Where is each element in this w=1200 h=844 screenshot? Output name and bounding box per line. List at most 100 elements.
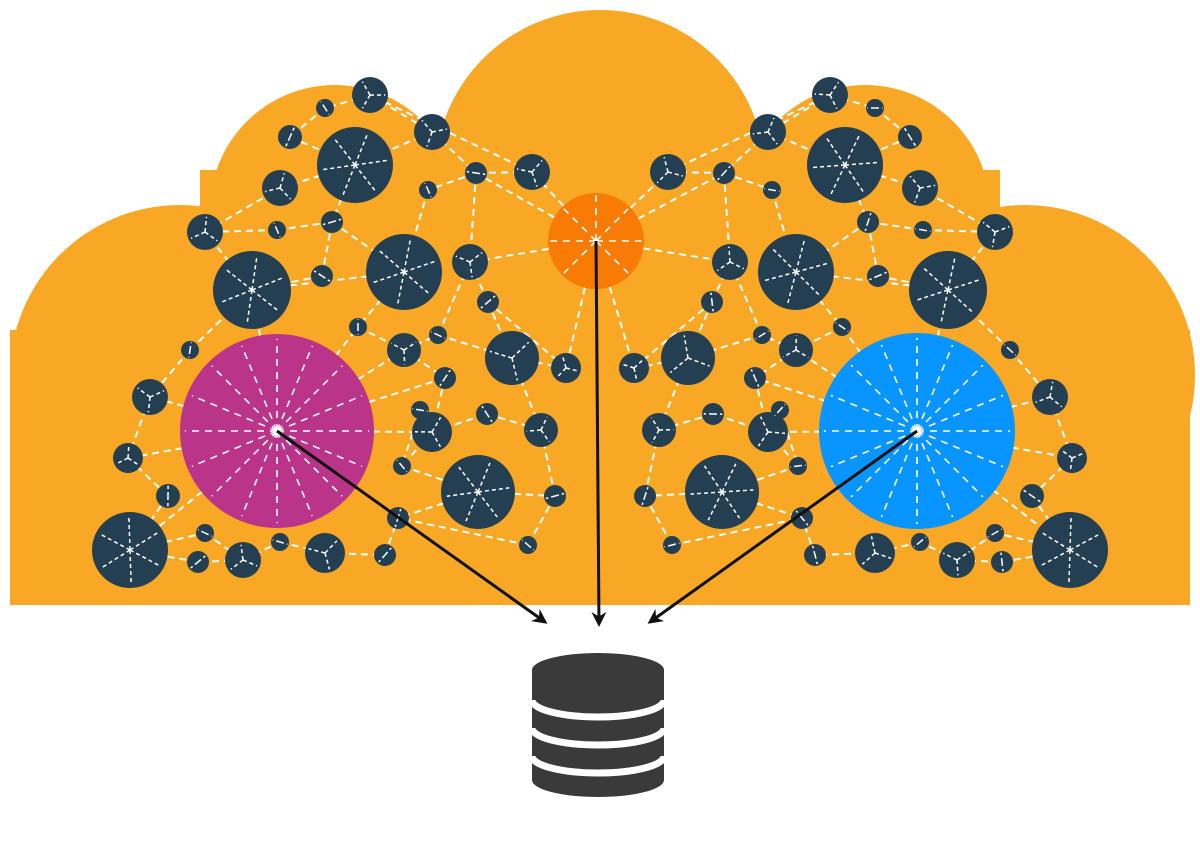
hub-left-spoke <box>276 430 314 517</box>
node-spoke <box>782 349 797 358</box>
node-spoke <box>922 229 931 233</box>
node-spoke <box>458 466 479 493</box>
arrow-right <box>647 429 918 624</box>
hub-right-spoke <box>916 364 984 432</box>
node-spoke <box>379 250 405 273</box>
network-link <box>511 357 567 369</box>
node-spoke <box>671 542 680 546</box>
node-spoke <box>1042 532 1071 551</box>
hub-link <box>595 240 731 263</box>
node-spoke <box>128 517 131 551</box>
node-spoke <box>1035 396 1051 404</box>
node-spoke <box>439 377 446 387</box>
node-spoke <box>994 225 1010 233</box>
node-spoke <box>1009 349 1017 356</box>
node-spoke <box>844 135 860 166</box>
node-spoke <box>394 517 399 528</box>
node-spoke <box>556 367 567 378</box>
node-spoke <box>956 550 971 561</box>
node-spoke <box>565 367 579 372</box>
node-spoke <box>240 544 244 561</box>
node-spoke <box>669 357 689 374</box>
node-spoke <box>242 559 258 567</box>
node-spoke <box>1023 489 1033 497</box>
hub-link <box>565 240 597 369</box>
node-spoke <box>322 221 333 226</box>
node-spoke <box>641 495 646 506</box>
node-spoke <box>1003 344 1011 351</box>
node-spoke <box>426 131 433 147</box>
node-spoke <box>190 561 199 569</box>
node-spoke <box>421 119 433 133</box>
hub-link <box>475 172 597 242</box>
node-spoke <box>633 358 644 369</box>
node-spoke <box>940 289 949 323</box>
node-spoke <box>767 431 786 435</box>
node-spoke <box>801 517 809 526</box>
node-spoke <box>750 369 756 379</box>
node-spoke <box>723 165 731 174</box>
node-spoke <box>378 554 386 563</box>
node-spoke <box>361 94 371 109</box>
node-spoke <box>149 390 165 398</box>
node-spoke <box>644 486 649 497</box>
node-spoke <box>916 289 949 301</box>
node-spoke <box>909 136 917 147</box>
network-link <box>431 377 446 433</box>
network-link <box>321 221 333 277</box>
node-spoke <box>481 405 488 415</box>
node-spoke <box>994 528 1002 534</box>
hub-link <box>916 396 1051 432</box>
node-spoke <box>230 559 244 570</box>
node-spoke <box>991 231 996 248</box>
node-spoke <box>621 363 635 369</box>
node-spoke <box>511 341 530 359</box>
node-spoke <box>913 187 921 203</box>
node-spoke <box>1069 549 1098 568</box>
node-spoke <box>324 107 330 115</box>
node-spoke <box>757 431 769 447</box>
node-spoke <box>465 491 479 522</box>
node-spoke <box>830 164 846 195</box>
node-spoke <box>331 218 342 223</box>
node-spoke <box>279 173 286 189</box>
node-spoke <box>942 552 958 561</box>
hub-right-spoke <box>850 430 918 498</box>
node-spoke <box>516 168 533 173</box>
node-spoke <box>554 492 565 497</box>
node-spoke <box>354 159 388 166</box>
node-spoke <box>469 261 473 278</box>
node-spoke <box>403 271 429 294</box>
network-link <box>397 517 529 546</box>
node-spoke <box>101 534 131 551</box>
hub-left-spoke <box>276 430 343 497</box>
node-spoke <box>412 408 421 411</box>
node-spoke <box>814 554 819 565</box>
network-link <box>633 357 689 369</box>
node-spoke <box>1031 495 1041 503</box>
network-link <box>127 457 169 497</box>
node-spoke <box>1049 381 1054 398</box>
network-link <box>658 413 714 431</box>
node-spoke <box>844 161 878 166</box>
network-nodes <box>92 77 1108 588</box>
node-spoke <box>540 416 548 431</box>
node-spoke <box>545 495 556 500</box>
node-spoke <box>197 529 206 534</box>
node-spoke <box>835 322 843 328</box>
node-spoke <box>455 255 471 263</box>
node-spoke <box>285 136 291 147</box>
node-spoke <box>204 231 218 242</box>
node-spoke <box>419 409 428 412</box>
network-link <box>867 221 924 231</box>
network-link <box>401 409 421 467</box>
node-spoke <box>711 301 714 312</box>
node-spoke <box>116 457 129 465</box>
node-spoke <box>354 134 368 166</box>
node-spoke <box>1068 549 1071 583</box>
node-spoke <box>795 510 803 519</box>
node-spoke <box>475 172 486 176</box>
hub-right-spoke <box>830 430 918 468</box>
